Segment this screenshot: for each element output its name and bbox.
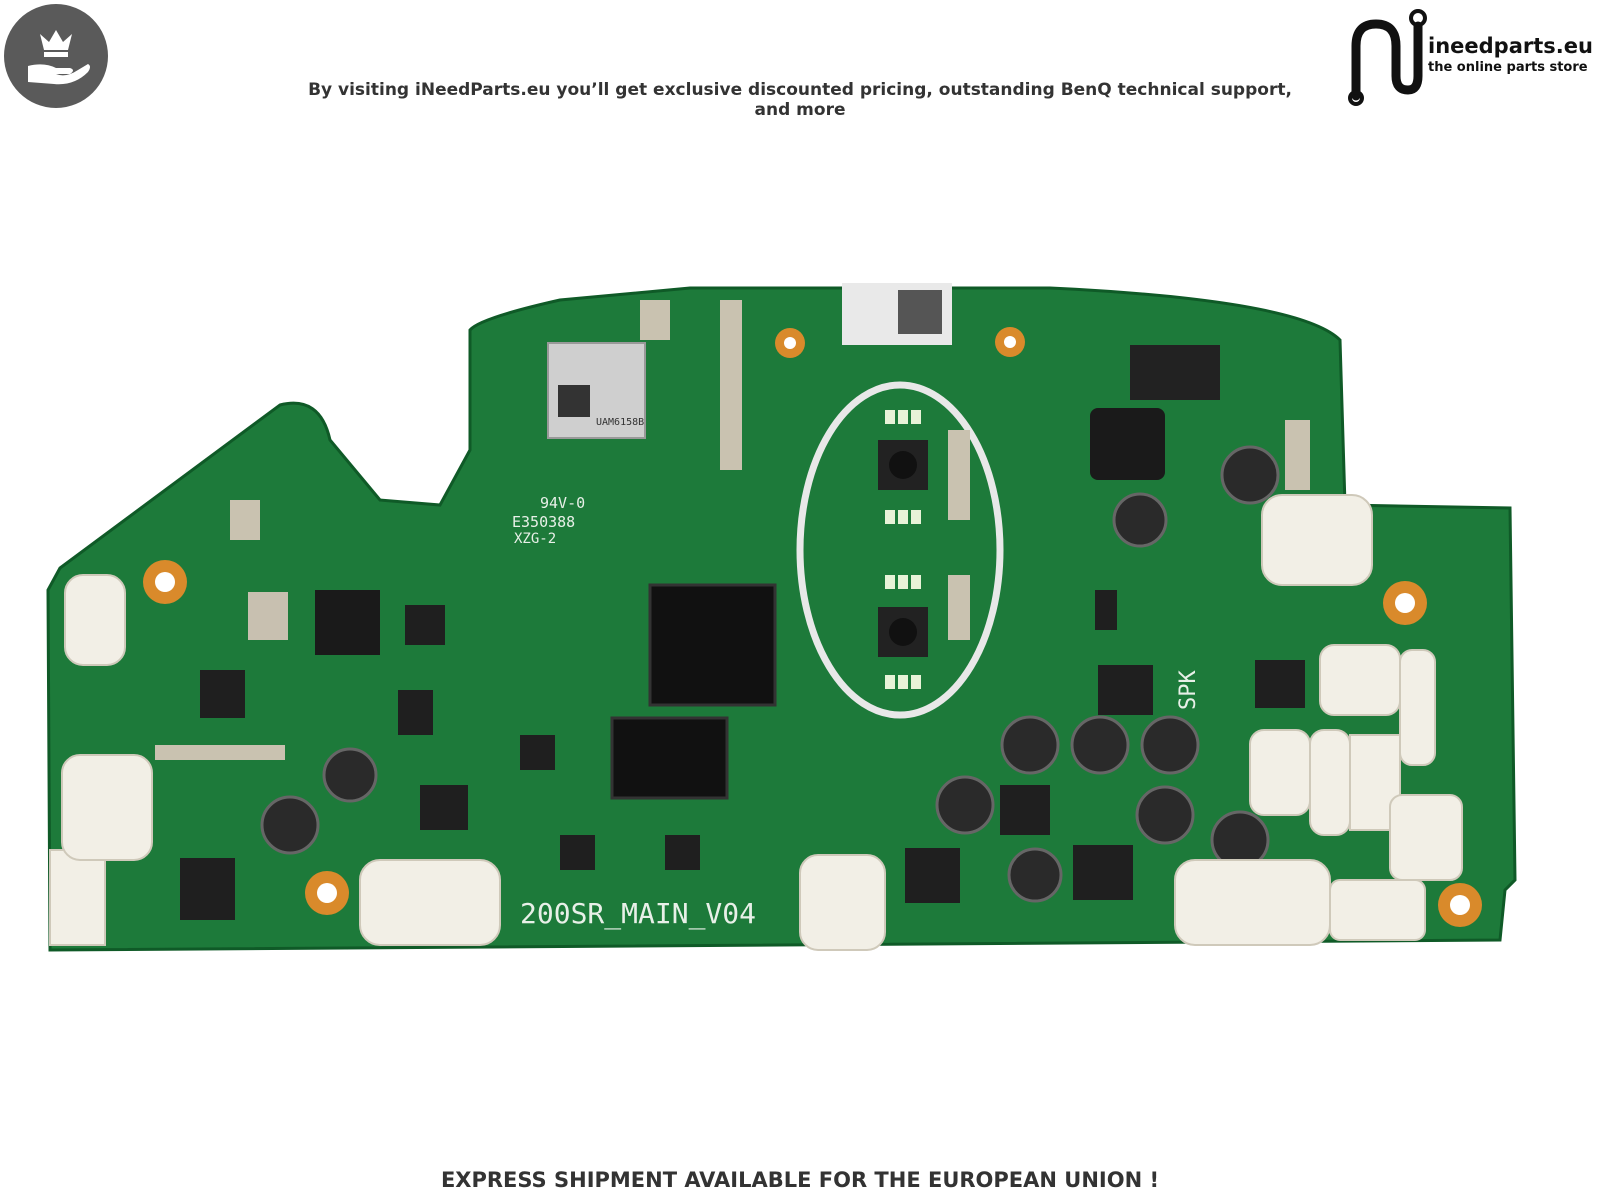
crown-hand-icon: [4, 4, 108, 108]
button-oval-outline: [796, 381, 1004, 719]
promo-banner: By visiting iNeedParts.eu you’ll get exc…: [308, 80, 1292, 120]
ul-label: E350388: [512, 513, 575, 531]
transistor-q2: [1130, 345, 1220, 400]
board-model-label: 200SR_MAIN_V04: [520, 897, 756, 931]
crystal-y6: [248, 592, 288, 640]
shipping-banner: EXPRESS SHIPMENT AVAILABLE FOR THE EUROP…: [440, 1168, 1160, 1192]
module-label: UAM6158B: [596, 417, 644, 428]
chip-memory: [610, 716, 729, 800]
chip-cpu: [648, 583, 777, 707]
xzg-label: XZG-2: [514, 531, 556, 547]
capacitors: [260, 445, 1280, 903]
inductor-l2: [1090, 408, 1165, 480]
brand-name: ineedparts.eu: [1428, 34, 1593, 58]
connectors: [49, 494, 1463, 951]
chip-mcu: [315, 590, 380, 655]
cert-label: 94V-0: [540, 494, 585, 512]
brand-tagline: the online parts store: [1428, 60, 1588, 75]
spk-label: SPK: [1176, 670, 1201, 710]
brand-mark-icon: [1348, 9, 1427, 106]
brand-logo[interactable]: ineedparts.eu the online parts store: [1340, 6, 1600, 106]
